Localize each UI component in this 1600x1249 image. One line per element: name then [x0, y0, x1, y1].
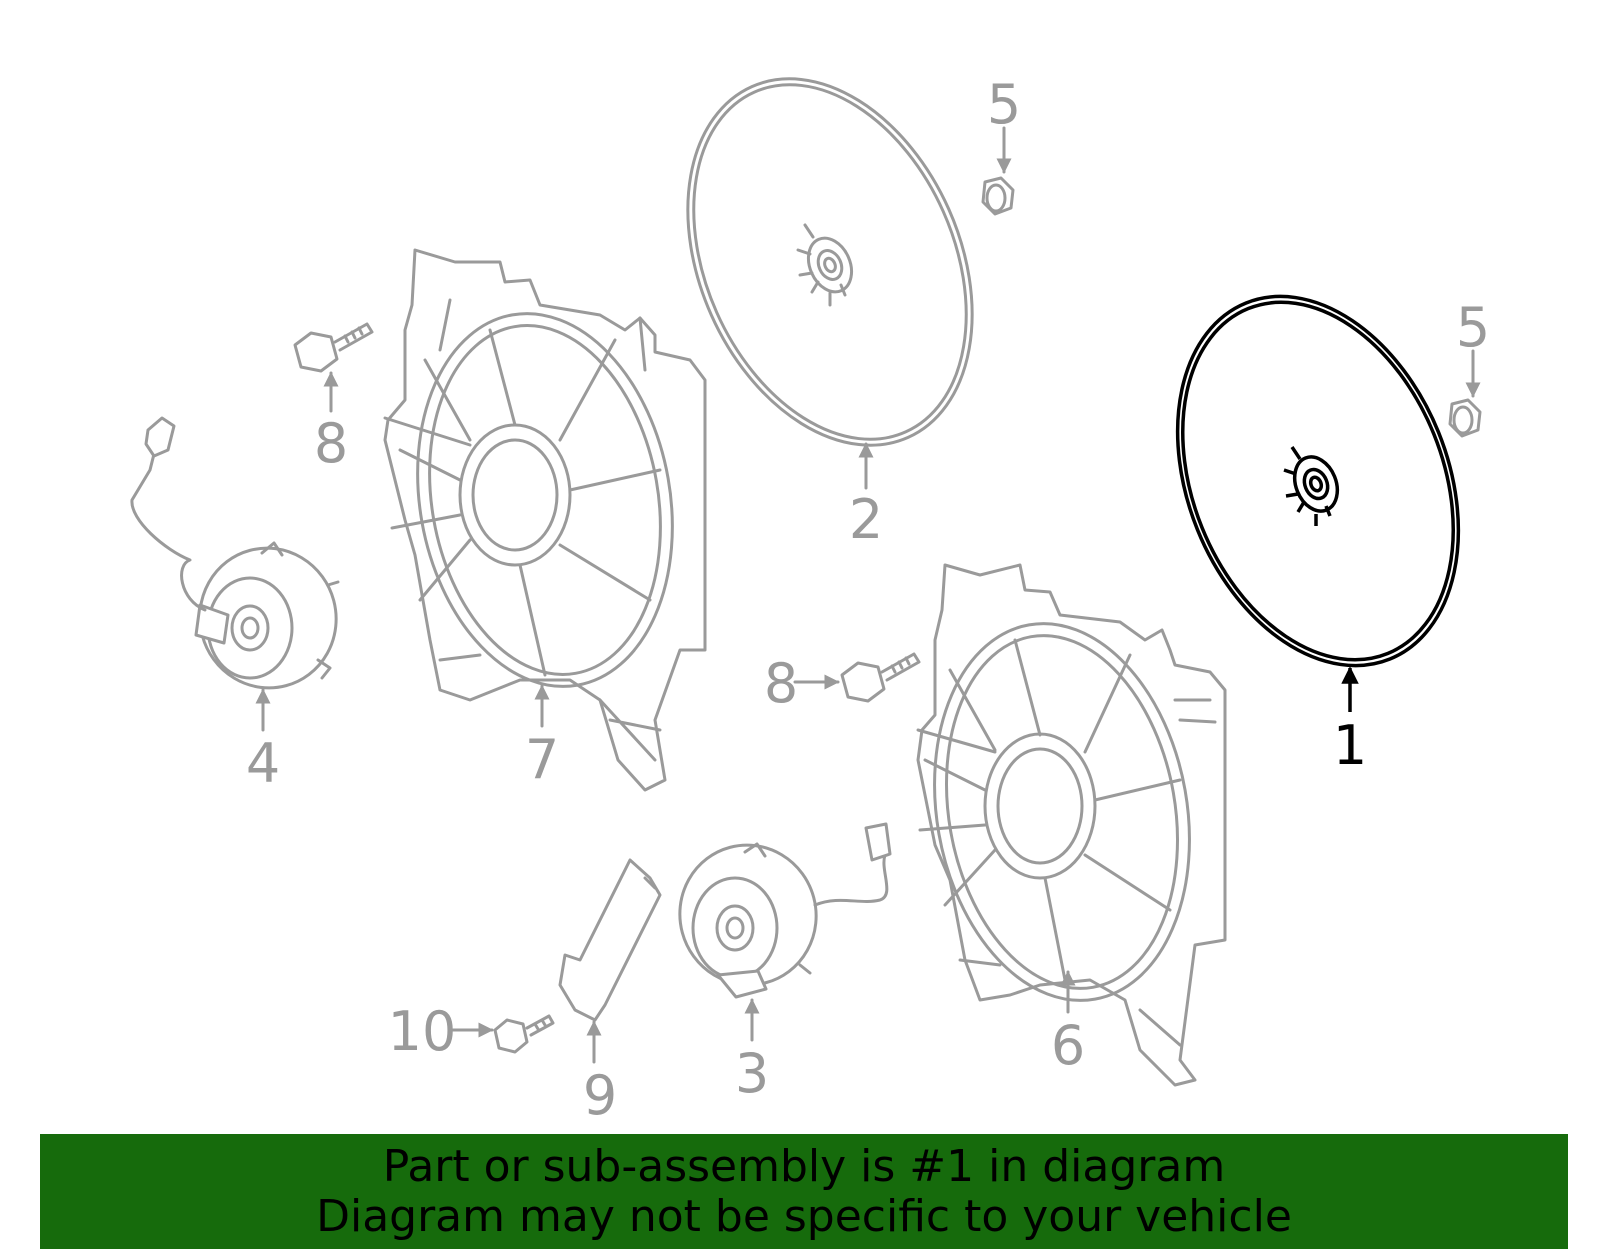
bolt-part-8-upper: [293, 322, 374, 373]
callout-9: 9: [583, 1064, 617, 1127]
fan-motor-part-4: [130, 416, 340, 690]
callout-8-upper: 8: [314, 412, 348, 475]
callout-5-top: 5: [987, 73, 1021, 136]
fan-shroud-part-6: [916, 563, 1227, 1087]
callout-8-lower: 8: [764, 652, 798, 715]
banner-line-2: Diagram may not be specific to your vehi…: [316, 1191, 1292, 1242]
leader-arrows: [255, 126, 1481, 1064]
callout-7: 7: [525, 728, 559, 791]
banner-line-1: Part or sub-assembly is #1 in diagram: [382, 1141, 1226, 1192]
bolt-part-8-lower: [840, 652, 921, 703]
fan-blade-part-1: [1175, 294, 1461, 668]
callout-2: 2: [849, 488, 883, 551]
callout-1: 1: [1333, 714, 1367, 777]
callout-6: 6: [1051, 1014, 1085, 1077]
bracket-part-9: [558, 858, 662, 1022]
bolt-part-10: [493, 1014, 555, 1054]
fan-motor-part-3: [678, 822, 892, 999]
callout-10: 10: [388, 1000, 457, 1063]
parts-diagram: 1 2 3 4 5 5 6 7 8 8 9 10: [130, 73, 1490, 1127]
info-banner: Part or sub-assembly is #1 in diagram Di…: [40, 1134, 1568, 1249]
fan-blade-part-2: [686, 77, 974, 447]
callout-4: 4: [246, 732, 280, 795]
nut-part-5-top: [981, 176, 1015, 216]
fan-shroud-part-7: [383, 248, 707, 792]
callout-5-right: 5: [1456, 296, 1490, 359]
nut-part-5-right: [1448, 398, 1482, 438]
callout-3: 3: [735, 1042, 769, 1105]
